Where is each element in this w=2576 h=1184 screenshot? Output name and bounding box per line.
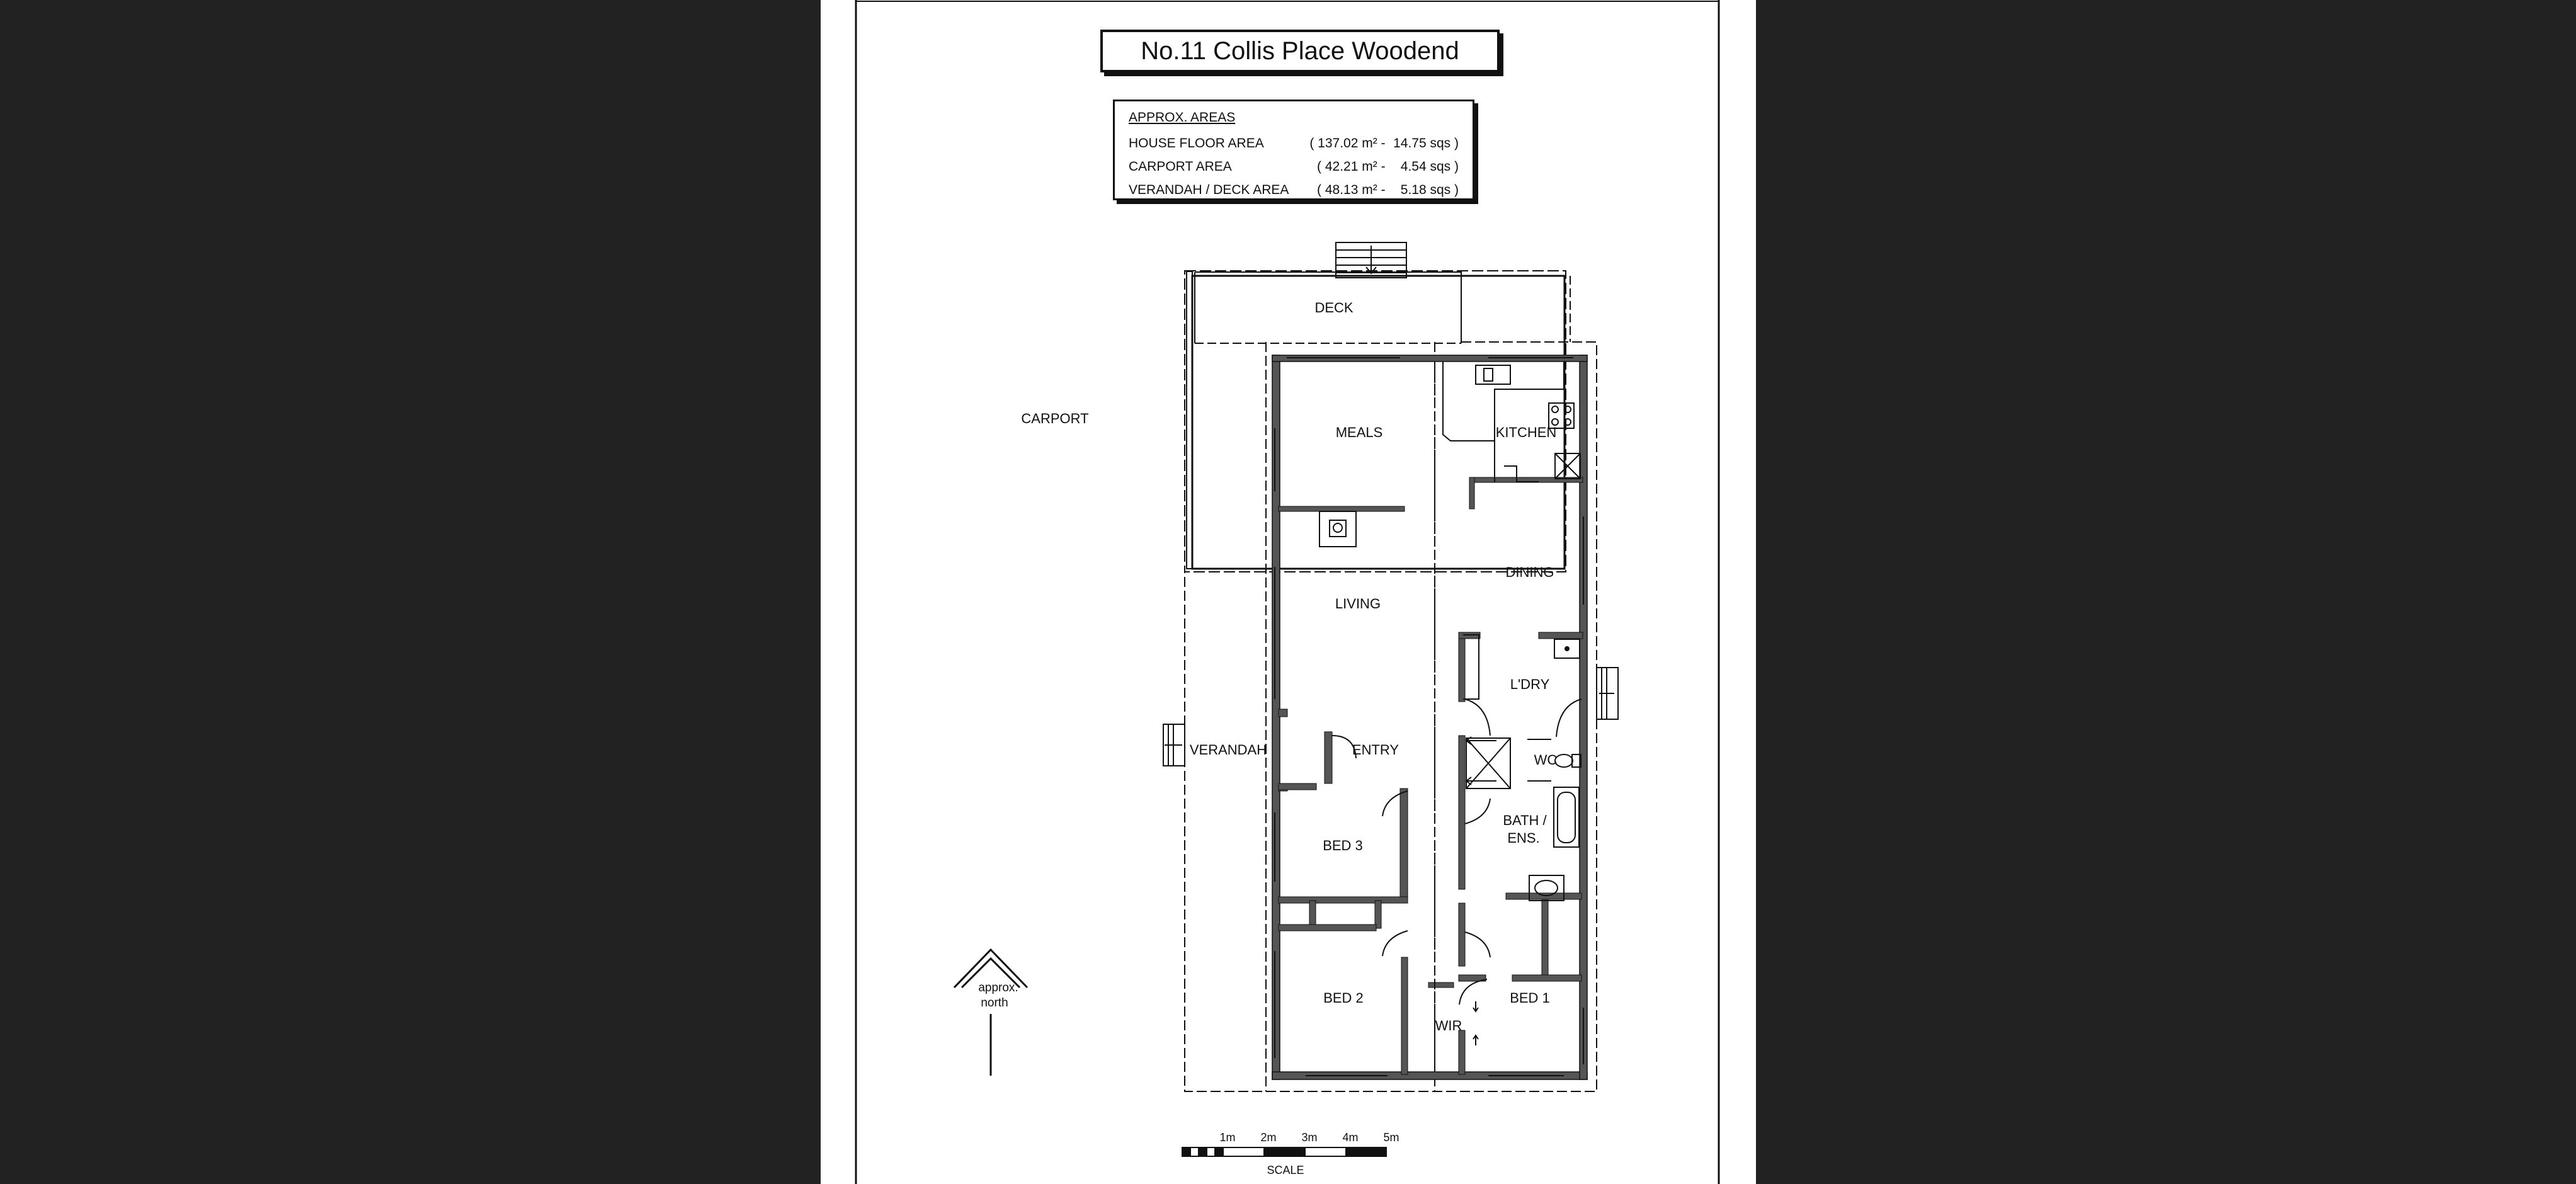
room-label-living: LIVING [1335,596,1381,612]
floor-plan-drawing [855,0,1720,1184]
room-label-laundry: L'DRY [1510,676,1550,692]
areas-row-m2: ( 42.21 m² - [1317,159,1386,174]
wir-rails [1473,1001,1479,1045]
room-label-dining: DINING [1506,564,1554,580]
areas-row: VERANDAH / DECK AREA ( 48.13 m² - 5.18 s… [1129,178,1459,202]
areas-row: CARPORT AREA ( 42.21 m² - 4.54 sqs ) [1129,155,1459,178]
room-label-meals: MEALS [1336,424,1383,440]
scale-tick-5m: 5m [1383,1131,1399,1144]
side-steps [1163,667,1619,766]
room-label-bed3: BED 3 [1323,838,1363,853]
approx-areas-table: APPROX. AREAS HOUSE FLOOR AREA ( 137.02 … [1113,100,1474,200]
plan-title-box: No.11 Collis Place Woodend [1100,30,1500,72]
areas-row-m2: ( 48.13 m² - [1317,182,1386,197]
areas-row-m2: ( 137.02 m² - [1309,135,1386,151]
floor-plan-page: DECK CARPORT MEALS KITCHEN LIVING DINING… [821,0,1756,1184]
areas-row-label: CARPORT AREA [1129,159,1232,174]
areas-row-label: VERANDAH / DECK AREA [1129,182,1289,197]
north-arrow-icon [953,948,1029,1076]
room-label-wir: WIR [1435,1018,1462,1033]
structure-layer: DECK CARPORT MEALS KITCHEN LIVING DINING… [953,271,1619,1176]
scale-tick-3m: 3m [1301,1131,1317,1144]
kitchen-bench [1442,361,1581,482]
room-label-kitchen: KITCHEN [1496,424,1557,440]
scale-tick-1m: 1m [1219,1131,1235,1144]
areas-heading: APPROX. AREAS [1129,110,1236,125]
room-label-deck: DECK [1314,300,1353,316]
room-label-bath-line2: ENS. [1507,830,1539,846]
deck-stairs [1335,242,1407,278]
north-label-line1: approx. [978,981,1018,994]
room-label-verandah: VERANDAH [1190,742,1267,758]
deck-boundary [1195,271,1462,343]
fireplace [1319,511,1357,547]
scale-bar [1182,1147,1387,1157]
areas-row-squares: 14.75 sqs ) [1393,135,1459,151]
room-label-carport: CARPORT [1021,411,1088,426]
areas-row-squares: 5.18 sqs ) [1400,182,1459,197]
areas-row-squares: 4.54 sqs ) [1400,159,1459,174]
scale-label: SCALE [1267,1164,1304,1176]
north-label-line2: north [981,996,1008,1010]
windows [1274,357,1584,1076]
plan-title: No.11 Collis Place Woodend [1141,37,1459,65]
room-label-bath-line1: BATH / [1503,812,1547,828]
room-label-bed1: BED 1 [1510,990,1550,1006]
deck-outline [1570,276,1571,342]
scale-tick-2m: 2m [1260,1131,1276,1144]
room-label-entry: ENTRY [1352,742,1399,758]
areas-row-label: HOUSE FLOOR AREA [1129,135,1264,151]
areas-row: HOUSE FLOOR AREA ( 137.02 m² - 14.75 sqs… [1129,132,1459,155]
room-label-wc: WC [1534,752,1558,768]
house-walls [1272,355,1588,1080]
scale-tick-4m: 4m [1342,1131,1358,1144]
laundry-fixtures [1463,634,1580,700]
bathroom-fixtures [1466,737,1582,901]
room-label-bed2: BED 2 [1323,990,1364,1006]
door-swings [1331,698,1582,1005]
